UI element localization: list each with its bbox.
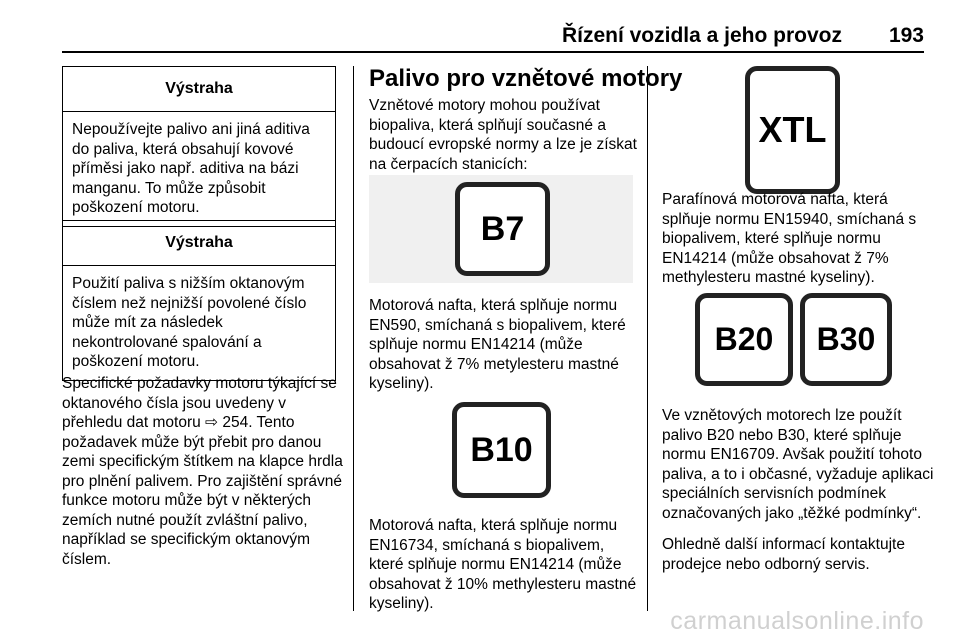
b20-b30-description: Ve vznětových motorech lze použít palivo…	[662, 407, 934, 522]
diesel-intro-paragraph: Vznětové motory mohou používat biopaliva…	[369, 97, 637, 173]
warning-heading: Výstraha	[63, 221, 335, 266]
fuel-label-b7: B7	[455, 182, 550, 276]
octane-text-part1: Specifické požadavky motoru týkající se …	[62, 375, 337, 431]
chapter-title: Řízení vozidla a jeho provoz	[561, 24, 842, 47]
page-header: Řízení vozidla a jeho provoz 193	[0, 0, 960, 53]
fuel-label-b30: B30	[800, 293, 892, 386]
fuel-label-b10: B10	[452, 402, 551, 498]
fuel-label-b20: B20	[695, 293, 793, 386]
warning-heading: Výstraha	[63, 67, 335, 112]
header-rule	[62, 51, 924, 53]
watermark: carmanualsonline.info	[670, 607, 924, 635]
section-heading: Palivo pro vznětové motory	[369, 65, 683, 92]
xtl-description: Parafínová motorová nafta, která splňuje…	[662, 191, 917, 286]
b7-description: Motorová nafta, která splňuje normu EN59…	[369, 297, 626, 392]
octane-text-part2: 254. Tento požadavek může být přebit pro…	[62, 414, 343, 568]
octane-requirements-paragraph: Specifické požadavky motoru týkající se …	[62, 374, 344, 569]
fuel-label-xtl: XTL	[745, 66, 840, 194]
warning-text: Použití paliva s nižším oktanovým číslem…	[72, 275, 307, 370]
column-divider-2	[647, 66, 648, 611]
b10-description: Motorová nafta, která splňuje normu EN16…	[369, 517, 637, 612]
contact-dealer-note: Ohledně další informací kontaktujte prod…	[662, 536, 905, 573]
page-number: 193	[888, 24, 924, 47]
warning-box-metal-additives: Výstraha Nepoužívejte palivo ani jiná ad…	[62, 66, 336, 227]
warning-text: Nepoužívejte palivo ani jiná aditiva do …	[72, 121, 310, 216]
column-divider-1	[353, 66, 354, 611]
cross-reference-arrow-icon[interactable]: ⇨	[205, 414, 219, 431]
warning-box-octane: Výstraha Použití paliva s nižším oktanov…	[62, 220, 336, 381]
